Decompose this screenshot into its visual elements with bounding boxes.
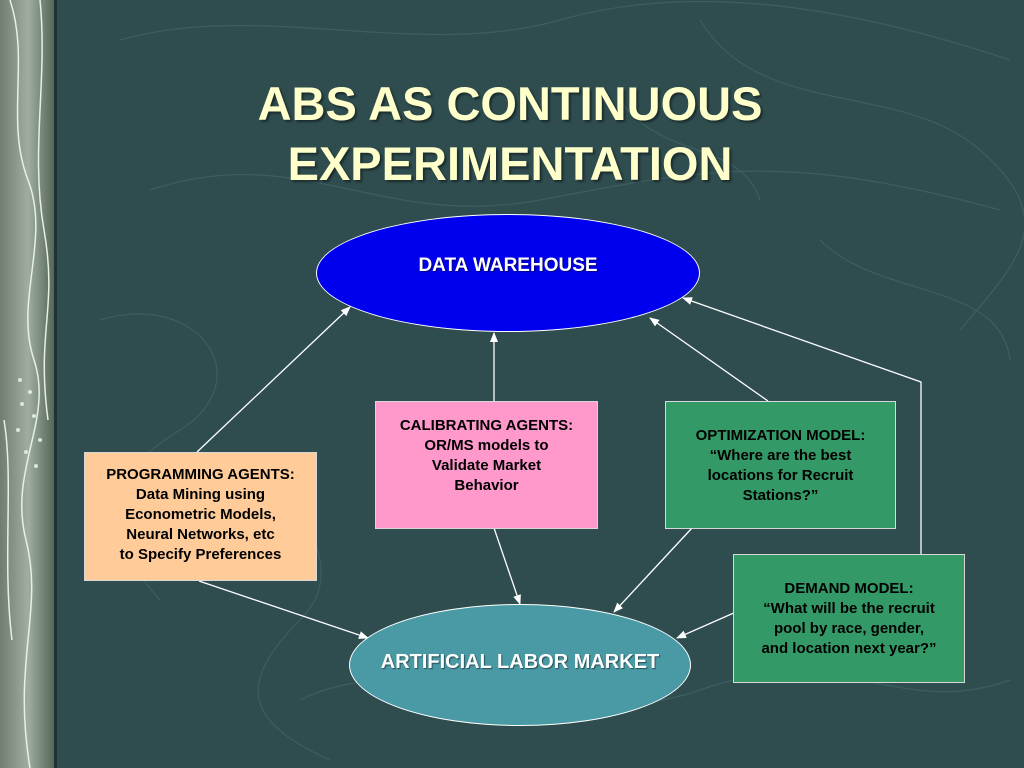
programming-agents-line-3: Econometric Models, bbox=[125, 506, 276, 523]
title-line-2: EXPERIMENTATION bbox=[287, 137, 733, 190]
arrow-programming-to-warehouse bbox=[196, 306, 351, 453]
title-line-1: ABS AS CONTINUOUS bbox=[257, 77, 763, 130]
programming-agents-line-5: to Specify Preferences bbox=[119, 546, 282, 563]
artificial-labor-market-label: ARTIFICIAL LABOR MARKET bbox=[380, 650, 660, 673]
demand-model-line-1: DEMAND MODEL: bbox=[784, 580, 914, 597]
optimization-model-line-2: “Where are the best bbox=[709, 447, 852, 464]
optimization-model-line-3: locations for Recruit bbox=[707, 467, 854, 484]
programming-agents-box: PROGRAMMING AGENTS: Data Mining using Ec… bbox=[84, 452, 317, 581]
demand-model-line-4: and location next year?” bbox=[761, 640, 937, 657]
demand-model-line-3: pool by race, gender, bbox=[773, 620, 925, 637]
optimization-model-line-4: Stations?” bbox=[742, 487, 819, 504]
arrow-programming-to-labor-market bbox=[198, 580, 369, 639]
programming-agents-line-4: Neural Networks, etc bbox=[126, 526, 275, 543]
arrow-optimization-to-warehouse bbox=[649, 317, 769, 402]
programming-agents-line-2: Data Mining using bbox=[135, 486, 266, 503]
calibrating-agents-box: CALIBRATING AGENTS: OR/MS models to Vali… bbox=[375, 401, 598, 529]
arrow-calibrating-to-labor-market bbox=[493, 527, 521, 605]
demand-model-box: DEMAND MODEL: “What will be the recruit … bbox=[733, 554, 965, 683]
arrow-demand-to-labor-market bbox=[676, 611, 737, 639]
data-warehouse-label: DATA WAREHOUSE bbox=[418, 255, 598, 276]
arrow-demand-to-warehouse bbox=[682, 297, 922, 554]
calibrating-agents-line-3: Validate Market bbox=[431, 457, 542, 474]
arrow-optimization-to-labor-market bbox=[613, 527, 693, 613]
optimization-model-box: OPTIMIZATION MODEL: “Where are the best … bbox=[665, 401, 896, 529]
artificial-labor-market-node: ARTIFICIAL LABOR MARKET bbox=[349, 604, 691, 726]
calibrating-agents-line-4: Behavior bbox=[454, 477, 519, 494]
data-warehouse-node: DATA WAREHOUSE bbox=[316, 214, 700, 332]
slide-title: ABS AS CONTINUOUS EXPERIMENTATION bbox=[60, 74, 960, 194]
optimization-model-line-1: OPTIMIZATION MODEL: bbox=[695, 427, 866, 444]
programming-agents-line-1: PROGRAMMING AGENTS: bbox=[106, 466, 295, 483]
calibrating-agents-line-1: CALIBRATING AGENTS: bbox=[399, 417, 574, 434]
calibrating-agents-line-2: OR/MS models to bbox=[424, 437, 549, 454]
demand-model-line-2: “What will be the recruit bbox=[763, 600, 935, 617]
